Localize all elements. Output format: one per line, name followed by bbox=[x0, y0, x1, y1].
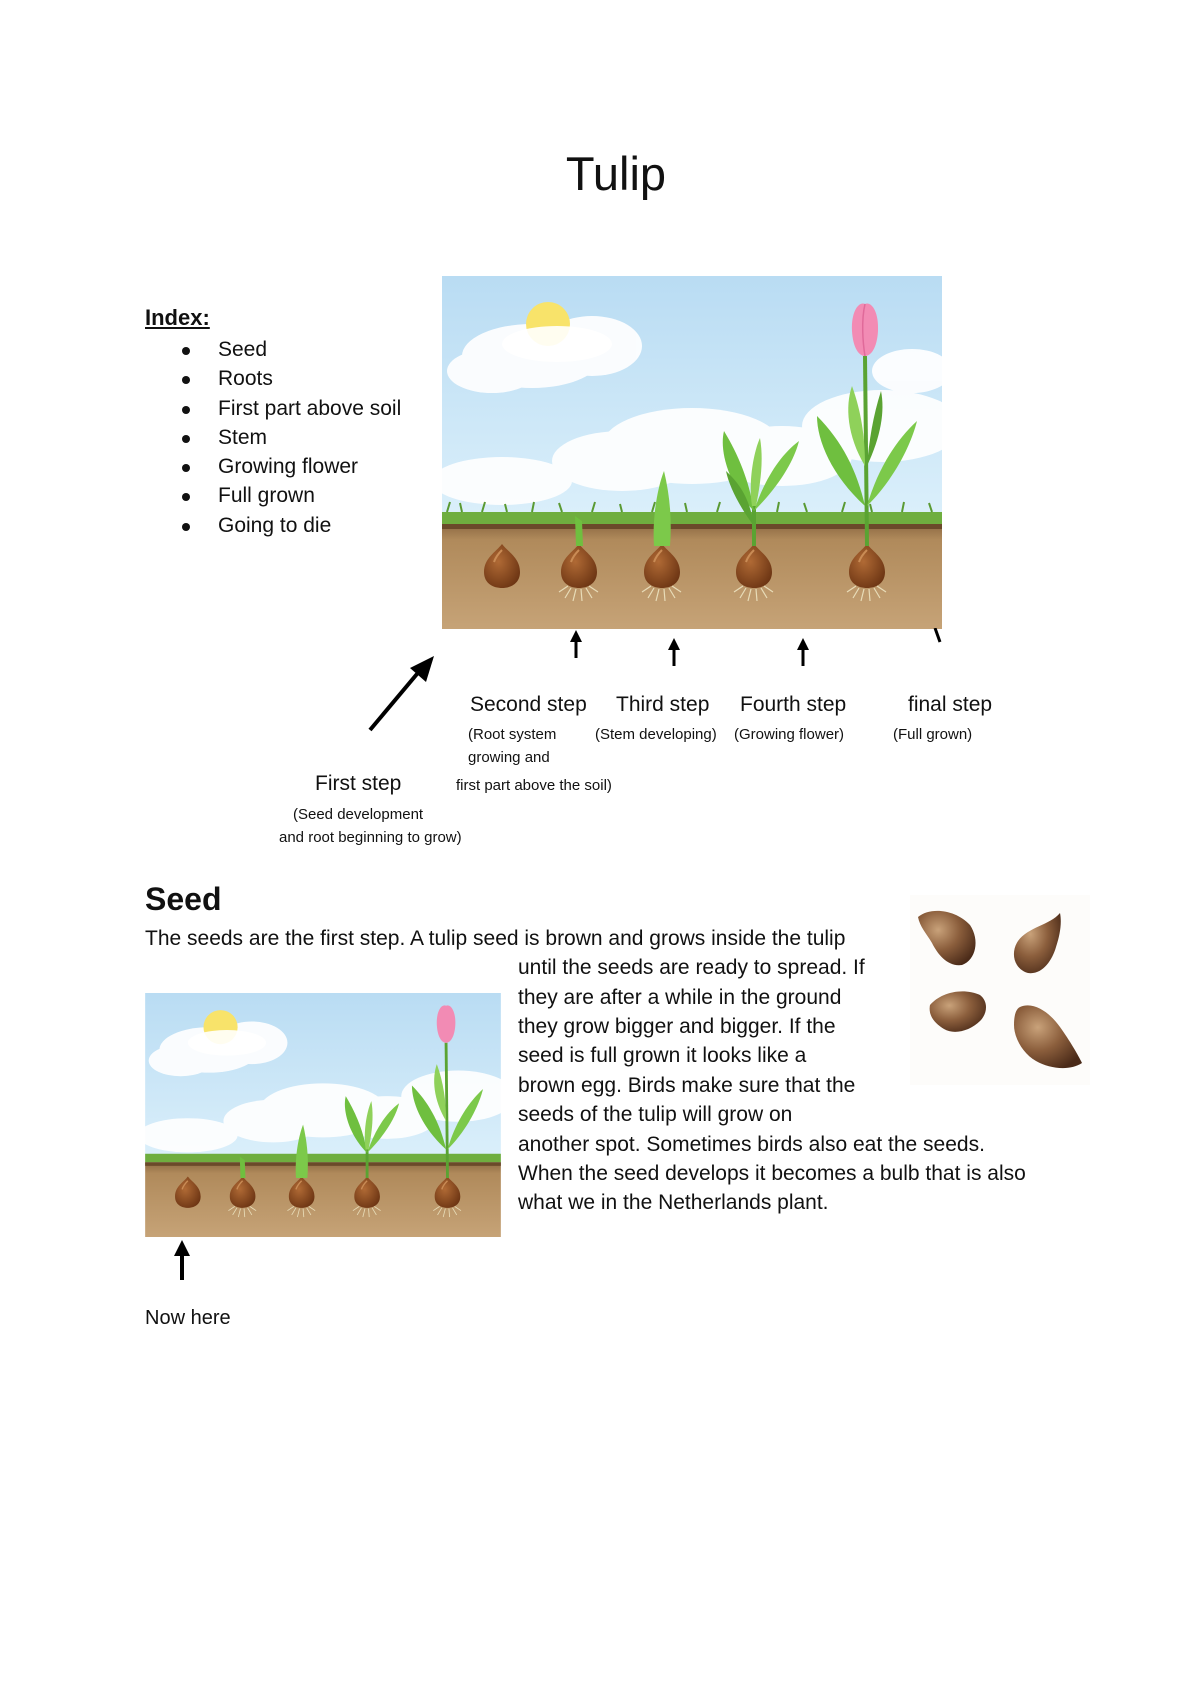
final-step-title: final step bbox=[908, 693, 993, 716]
second-step-desc-line: growing and bbox=[468, 749, 550, 766]
first-step-desc-line: and root beginning to grow) bbox=[279, 829, 462, 846]
seed-paragraph-line: until the seeds are ready to spread. If bbox=[518, 956, 865, 979]
third-step-arrow-icon bbox=[668, 638, 680, 666]
seed-paragraph-line: brown egg. Birds make sure that the bbox=[518, 1074, 856, 1097]
first-step-desc-line: (Seed development bbox=[293, 806, 424, 823]
index-heading: Index: bbox=[145, 305, 210, 330]
seed-paragraph-line: another spot. Sometimes birds also eat t… bbox=[518, 1133, 985, 1156]
second-step-title: Second step bbox=[470, 693, 587, 716]
index-item: First part above soil bbox=[182, 394, 401, 423]
index-item: Stem bbox=[182, 423, 401, 452]
seed-paragraph-line: they are after a while in the ground bbox=[518, 986, 842, 1009]
seed-paragraph-line: seed is full grown it looks like a bbox=[518, 1044, 807, 1067]
now-here-arrow-icon bbox=[174, 1240, 190, 1280]
index-item: Roots bbox=[182, 364, 401, 393]
seed-paragraph-line: The seeds are the first step. A tulip se… bbox=[145, 927, 846, 950]
seed-paragraph-line: what we in the Netherlands plant. bbox=[518, 1191, 829, 1214]
arrow-fragment bbox=[933, 628, 942, 643]
seed-icon bbox=[1013, 913, 1061, 974]
seed-paragraph-line: When the seed develops it becomes a bulb… bbox=[518, 1162, 1026, 1185]
seed-paragraph-line: they grow bigger and bigger. If the bbox=[518, 1015, 836, 1038]
seed-icon bbox=[918, 910, 976, 966]
index-item: Going to die bbox=[182, 511, 401, 540]
index-item: Full grown bbox=[182, 481, 401, 510]
first-step-title: First step bbox=[315, 772, 402, 795]
small-growth-illustration bbox=[145, 993, 501, 1237]
first-step-arrow-icon bbox=[368, 656, 434, 732]
seed-paragraph-line: seeds of the tulip will grow on bbox=[518, 1103, 793, 1126]
second-step-desc-line: first part above the soil) bbox=[456, 777, 612, 794]
page-title: Tulip bbox=[565, 147, 667, 200]
index-item: Growing flower bbox=[182, 452, 401, 481]
bulb-stage-5 bbox=[817, 303, 917, 602]
second-step-desc-line: (Root system bbox=[468, 726, 557, 743]
fourth-step-desc: (Growing flower) bbox=[734, 726, 845, 743]
bulb-stage-3 bbox=[641, 471, 682, 602]
tulip-seeds-photo bbox=[910, 895, 1090, 1085]
index-item: Seed bbox=[182, 335, 401, 364]
final-step-desc: (Full grown) bbox=[893, 726, 973, 743]
fourth-step-arrow-icon bbox=[797, 638, 809, 666]
bulb-stage-2 bbox=[558, 516, 599, 602]
index-list: Seed Roots First part above soil Stem Gr… bbox=[182, 335, 401, 540]
seed-icon bbox=[1014, 1005, 1082, 1069]
tulip-growth-illustration bbox=[442, 276, 942, 629]
fourth-step-title: Fourth step bbox=[740, 693, 847, 716]
second-step-arrow-icon bbox=[570, 630, 582, 658]
third-step-title: Third step bbox=[616, 693, 710, 716]
seed-heading: Seed bbox=[145, 881, 222, 917]
bulb-stage-4 bbox=[722, 431, 799, 602]
now-here-label: Now here bbox=[145, 1307, 231, 1329]
seed-icon bbox=[929, 991, 986, 1032]
tulip-flower-icon bbox=[851, 303, 879, 356]
third-step-desc: (Stem developing) bbox=[595, 726, 717, 743]
